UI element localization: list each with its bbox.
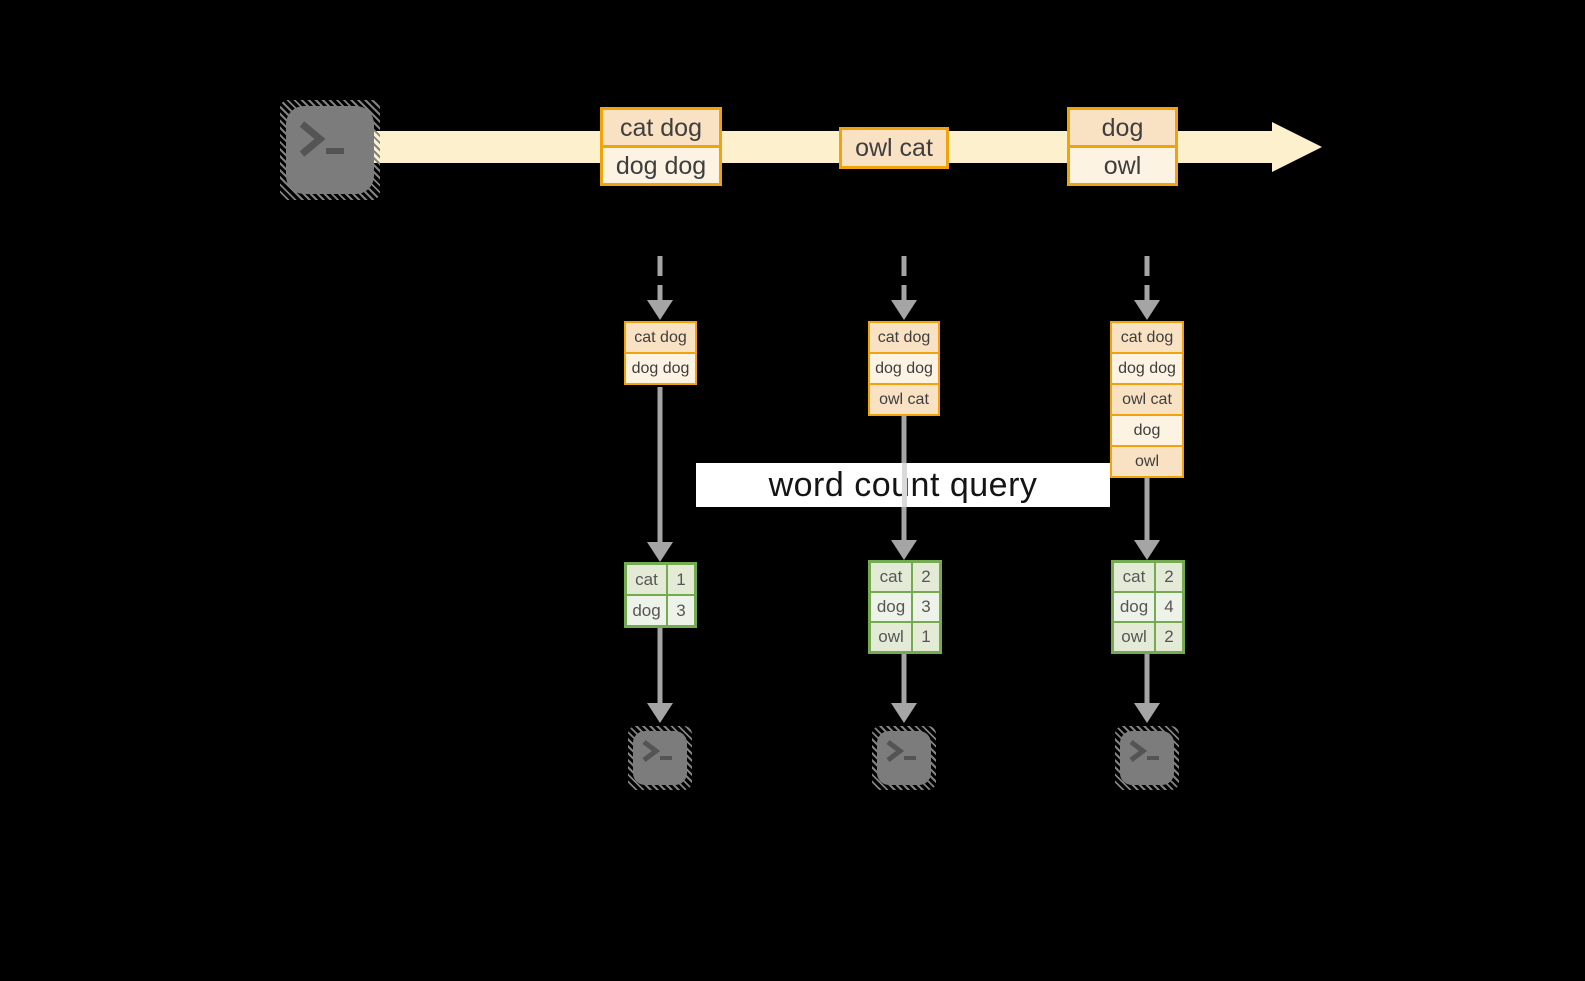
stream-msg: dog dog	[600, 145, 722, 186]
count-table-2: cat 2 dog 3 owl 1	[868, 560, 942, 654]
table-cell-word: owl	[871, 623, 911, 651]
table-cell-count: 2	[1156, 563, 1182, 591]
stream-msg: owl	[1067, 145, 1178, 186]
terminal-icon	[628, 726, 692, 790]
stream-arrow-head	[1272, 122, 1322, 172]
table-cell-word: dog	[871, 593, 911, 621]
dashed-arrow-head	[891, 300, 917, 320]
batch-stack-3: cat dog dog dog owl cat dog owl	[1110, 321, 1184, 478]
terminal-prompt-icon	[642, 740, 672, 762]
table-cell-count: 1	[668, 565, 694, 594]
dashed-arrow-head	[647, 300, 673, 320]
batch-row: owl	[1110, 445, 1184, 478]
terminal-icon	[872, 726, 936, 790]
flow-arrow-head	[891, 540, 917, 560]
table-cell-count: 2	[913, 563, 939, 591]
table-cell-count: 3	[913, 593, 939, 621]
batch-row: dog	[1110, 414, 1184, 447]
terminal-icon	[280, 100, 380, 200]
batch-row: dog dog	[868, 352, 940, 385]
batch-row: dog dog	[624, 352, 697, 385]
table-cell-count: 1	[913, 623, 939, 651]
batch-row: cat dog	[624, 321, 697, 354]
flow-arrow-head	[1134, 703, 1160, 723]
stream-msg: cat dog	[600, 107, 722, 148]
batch-row: owl cat	[1110, 383, 1184, 416]
flow-arrow-head	[891, 703, 917, 723]
flow-arrow-head	[647, 542, 673, 562]
stream-item-3: dog owl	[1067, 107, 1178, 186]
count-table-1: cat 1 dog 3	[624, 562, 697, 628]
arrow-trace-over-banner	[902, 463, 907, 507]
terminal-prompt-icon	[299, 121, 344, 157]
output-arrows	[647, 628, 1160, 723]
terminal-prompt-icon	[886, 740, 916, 762]
table-cell-count: 3	[668, 596, 694, 625]
stream-item-2: owl cat	[839, 127, 949, 169]
terminal-prompt-icon	[1129, 740, 1159, 762]
table-cell-word: cat	[627, 565, 666, 594]
flow-arrow-head	[1134, 540, 1160, 560]
table-cell-word: cat	[871, 563, 911, 591]
batch-row: owl cat	[868, 383, 940, 416]
table-cell-count: 4	[1156, 593, 1182, 621]
table-cell-word: cat	[1114, 563, 1154, 591]
table-cell-word: dog	[1114, 593, 1154, 621]
stream-msg: owl cat	[839, 127, 949, 169]
batch-stack-1: cat dog dog dog	[624, 321, 697, 385]
batch-stack-2: cat dog dog dog owl cat	[868, 321, 940, 416]
stream-msg: dog	[1067, 107, 1178, 148]
dashed-arrow-head	[1134, 300, 1160, 320]
table-cell-word: dog	[627, 596, 666, 625]
stream-item-1: cat dog dog dog	[600, 107, 722, 186]
query-arrows	[647, 387, 1160, 562]
dashed-arrows	[647, 256, 1160, 320]
batch-row: dog dog	[1110, 352, 1184, 385]
table-cell-word: owl	[1114, 623, 1154, 651]
count-table-3: cat 2 dog 4 owl 2	[1111, 560, 1185, 654]
batch-row: cat dog	[868, 321, 940, 354]
terminal-icon	[1115, 726, 1179, 790]
batch-row: cat dog	[1110, 321, 1184, 354]
table-cell-count: 2	[1156, 623, 1182, 651]
flow-arrow-head	[647, 703, 673, 723]
